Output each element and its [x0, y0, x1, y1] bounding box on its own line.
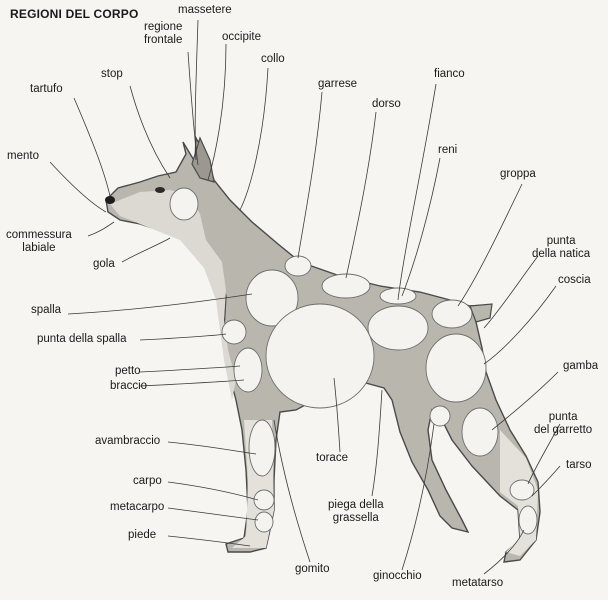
label-metacarpo: metacarpo [110, 501, 165, 513]
label-punta-del-garretto-line1: punta [548, 411, 578, 423]
label-mento: mento [7, 150, 39, 162]
leader-lines [49, 19, 561, 575]
label-reni: reni [438, 144, 458, 156]
region-oval-metatarsus [518, 505, 538, 535]
label-coscia: coscia [558, 274, 591, 286]
label-gomito: gomito [295, 563, 330, 575]
region-oval-carpus [253, 489, 275, 511]
region-oval-point-shoulder [221, 319, 247, 345]
label-ginocchio: ginocchio [373, 570, 422, 582]
label-punta-del-garretto: punta del garretto [534, 411, 592, 437]
region-oval-shoulder [245, 269, 299, 327]
label-dorso: dorso [372, 98, 401, 110]
label-groppa: groppa [500, 168, 536, 180]
region-oval-head [169, 187, 199, 221]
label-commessura-labiale-line2: labiale [22, 242, 56, 254]
label-commessura-labiale-line1: commessura [6, 229, 72, 241]
region-oval-back [321, 273, 371, 299]
label-braccio: braccio [110, 380, 148, 392]
region-oval-metacarpus [254, 511, 274, 533]
region-oval-thorax [265, 303, 375, 409]
label-fianco: fianco [434, 68, 465, 80]
label-occipite: occipite [222, 31, 261, 43]
label-punta-della-natica: punta della natica [532, 235, 590, 261]
label-gola: gola [93, 258, 115, 270]
region-oval-arm [233, 347, 263, 393]
region-oval-withers [284, 255, 312, 277]
label-avambraccio: avambraccio [95, 435, 161, 447]
label-petto: petto [115, 365, 141, 377]
label-punta-del-garretto-line2: del garretto [534, 424, 593, 436]
label-garrese: garrese [318, 78, 357, 90]
tail [469, 303, 493, 323]
label-piega-della-grassella-line2: grassella [332, 512, 379, 524]
region-ovals [169, 187, 538, 535]
label-piede: piede [128, 529, 157, 541]
eye [155, 187, 165, 193]
label-gamba: gamba [563, 360, 599, 372]
label-regione-frontale-line1: regione [144, 21, 183, 33]
region-oval-stifle [429, 405, 451, 427]
nose [105, 196, 115, 204]
label-regione-frontale-line2: frontale [144, 34, 183, 46]
diagram-title: REGIONI DEL CORPO [10, 7, 139, 21]
region-oval-leg [461, 407, 499, 457]
label-spalla: spalla [31, 304, 62, 316]
label-punta-della-natica-line2: della natica [532, 248, 591, 260]
region-oval-forearm [248, 419, 276, 477]
label-punta-della-spalla: punta della spalla [37, 333, 127, 345]
region-oval-thigh [425, 333, 487, 403]
label-piega-della-grassella-line1: piega della [328, 499, 384, 511]
label-torace: torace [316, 452, 348, 464]
label-commessura-labiale: commessura labiale [6, 229, 72, 255]
label-tarso: tarso [566, 459, 592, 471]
region-oval-loin [379, 287, 417, 305]
label-tartufo: tartufo [30, 83, 63, 95]
region-oval-croup [431, 299, 473, 329]
label-massetere: massetere [178, 4, 232, 16]
label-carpo: carpo [133, 475, 162, 487]
label-collo: collo [261, 53, 285, 65]
label-stop: stop [101, 68, 123, 80]
label-piega-della-grassella: piega della grassella [328, 499, 384, 525]
region-oval-flank [367, 305, 429, 351]
label-punta-della-natica-line1: punta [546, 235, 576, 247]
label-metatarso: metatarso [452, 577, 504, 589]
tan-markings [110, 190, 236, 400]
region-oval-hock [509, 479, 535, 501]
ear [191, 136, 215, 183]
label-regione-frontale: regione frontale [144, 21, 182, 47]
